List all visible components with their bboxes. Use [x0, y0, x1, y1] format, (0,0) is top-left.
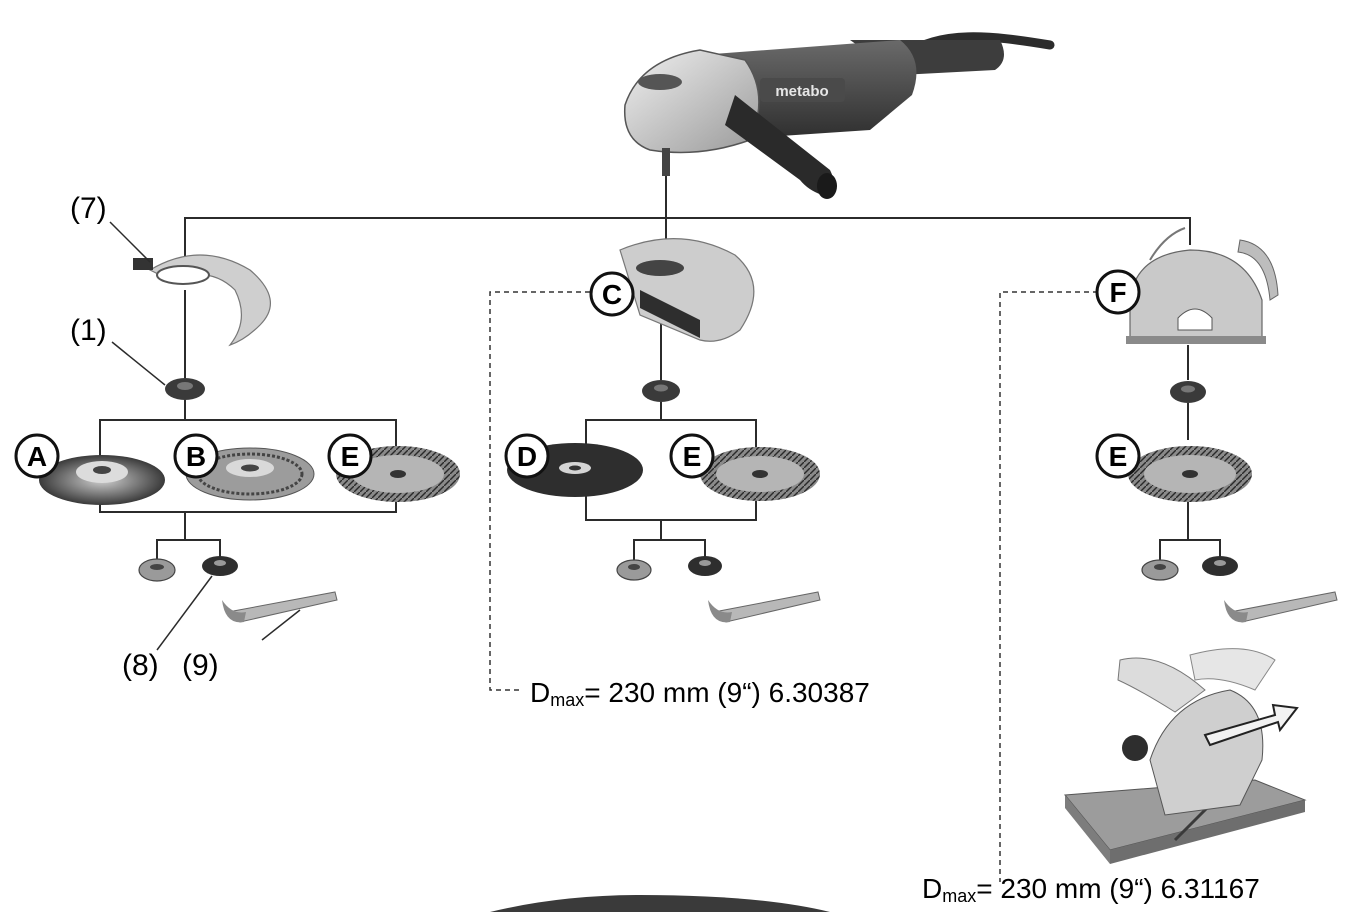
- wheel-guard-standard: [133, 254, 271, 347]
- badge-e-left: E: [327, 433, 373, 479]
- support-flange-mid: [642, 380, 680, 402]
- badge-b: B: [173, 433, 219, 479]
- cutting-usage-illustration: [1064, 648, 1307, 864]
- spanner-wrench-left: [222, 591, 338, 623]
- clamp-nut-mid: [616, 559, 652, 581]
- badge-f: F: [1095, 269, 1141, 315]
- quick-nut-right: [1202, 556, 1238, 576]
- support-flange: [165, 378, 205, 400]
- spanner-wrench-mid: [708, 591, 821, 623]
- quick-nut-left: [202, 556, 238, 576]
- callout-clamp-nut: (8): [122, 649, 159, 682]
- spanner-wrench-right: [1224, 591, 1338, 623]
- reference-dashes: [489, 291, 1098, 882]
- callout-flange: (1): [70, 314, 107, 347]
- grinding-disc-a: [39, 455, 165, 505]
- connector-lines: [99, 176, 1221, 562]
- angle-grinder: metabo: [623, 32, 1055, 199]
- dmax-text-c: = 230 mm (9“) 6.30387: [584, 677, 870, 708]
- badge-d: D: [504, 433, 550, 479]
- dmax-prefix-f: D: [922, 873, 942, 904]
- dmax-text-f: = 230 mm (9“) 6.31167: [976, 873, 1260, 904]
- callout-guard: (7): [70, 192, 107, 225]
- support-flange-right: [1170, 381, 1206, 403]
- badge-e-left-label: E: [341, 441, 360, 472]
- partial-tool-bottom: [490, 895, 830, 912]
- wheel-guard-c: [619, 238, 755, 342]
- clamp-nut-right: [1141, 559, 1179, 581]
- clamp-nut-left: [138, 558, 176, 582]
- cutting-guard-f: [1126, 227, 1279, 344]
- diamond-disc-e-right: [1128, 446, 1252, 502]
- dmax-sub-c: max: [550, 690, 584, 710]
- badge-a-label: A: [27, 441, 47, 472]
- diamond-disc-e-middle: [700, 447, 820, 501]
- badge-c: C: [589, 271, 635, 317]
- dmax-prefix-c: D: [530, 677, 550, 708]
- badge-e-middle: E: [669, 433, 715, 479]
- flap-disc-b: [185, 447, 315, 501]
- badge-f-label: F: [1109, 277, 1126, 308]
- dmax-note-f: Dmax= 230 mm (9“) 6.31167: [922, 873, 1260, 906]
- badge-a: A: [14, 433, 60, 479]
- badge-e-right-label: E: [1109, 441, 1128, 472]
- brand-logo: metabo: [775, 83, 828, 100]
- quick-nut-mid: [688, 556, 722, 576]
- badge-b-label: B: [186, 441, 206, 472]
- badge-c-label: C: [602, 279, 622, 310]
- badge-e-right: E: [1095, 433, 1141, 479]
- dmax-sub-f: max: [942, 886, 976, 906]
- callout-quick-nut: (9): [182, 649, 219, 682]
- badge-e-middle-label: E: [683, 441, 702, 472]
- badge-d-label: D: [517, 441, 537, 472]
- dmax-note-c: Dmax= 230 mm (9“) 6.30387: [530, 677, 870, 710]
